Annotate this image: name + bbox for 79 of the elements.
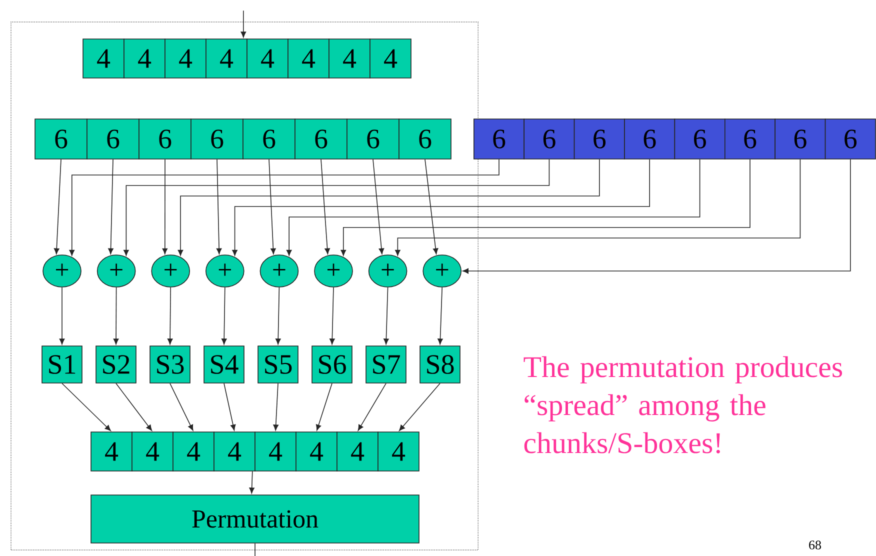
number-cell: 6 <box>346 118 400 160</box>
number-cell: 4 <box>206 38 248 78</box>
number-cell: 6 <box>242 118 296 160</box>
arrow <box>113 287 119 345</box>
number-cell: 4 <box>164 38 206 78</box>
s-box: S7 <box>366 346 406 384</box>
number-cell: 6 <box>774 118 826 160</box>
number-cell: 6 <box>724 118 776 160</box>
arrow <box>276 287 281 345</box>
arrow <box>232 159 650 256</box>
number-cell: 4 <box>90 432 132 472</box>
arrow <box>69 159 500 256</box>
number-cell: 4 <box>370 38 412 78</box>
number-cell: 4 <box>336 432 378 472</box>
arrow <box>384 287 389 345</box>
number-cell: 6 <box>86 118 140 160</box>
number-cell: 6 <box>674 118 726 160</box>
arrow <box>162 159 168 254</box>
number-cell: 6 <box>524 118 575 160</box>
arrow <box>399 383 440 431</box>
dotted-frame <box>10 22 478 550</box>
arrow <box>62 383 111 431</box>
arrow <box>167 287 173 345</box>
number-cell: 6 <box>138 118 192 160</box>
s-box: S8 <box>420 346 460 384</box>
arrow <box>178 159 600 256</box>
arrow <box>358 383 386 431</box>
arrow <box>340 159 750 256</box>
arrow <box>124 159 550 256</box>
s-box: S2 <box>96 346 136 384</box>
arrow <box>116 383 152 431</box>
arrow <box>268 159 276 254</box>
arrow <box>372 159 384 254</box>
arrow <box>108 159 114 254</box>
s-box: S6 <box>312 346 352 384</box>
number-cell: 6 <box>574 118 625 160</box>
arrow <box>216 159 222 254</box>
arrow <box>221 287 227 345</box>
number-cell: 6 <box>474 118 524 160</box>
arrow <box>224 383 236 431</box>
number-cell: 4 <box>254 432 296 472</box>
number-cell: 6 <box>824 118 876 160</box>
arrow <box>170 383 194 431</box>
arrow <box>59 287 65 345</box>
number-cell: 6 <box>624 118 676 160</box>
permutation-box: Permutation <box>90 494 420 544</box>
number-cell: 4 <box>328 38 370 78</box>
note-text: The permutation produces “spread” among the chunks/S-boxes! <box>524 356 842 454</box>
number-cell: 4 <box>82 38 124 78</box>
number-cell: 4 <box>296 432 338 472</box>
number-cell: 6 <box>294 118 348 160</box>
arrow <box>462 159 851 274</box>
arrow <box>249 471 254 494</box>
number-cell: 6 <box>190 118 244 160</box>
s-box: S1 <box>42 346 82 384</box>
arrow <box>54 159 62 254</box>
number-cell: 4 <box>124 38 166 78</box>
arrow <box>424 159 438 254</box>
number-cell: 4 <box>246 38 288 78</box>
number-cell: 6 <box>398 118 452 160</box>
arrow <box>330 287 335 345</box>
s-box: S4 <box>204 346 244 384</box>
number-cell: 4 <box>378 432 420 472</box>
line <box>254 543 256 556</box>
arrow <box>240 10 246 38</box>
page-number: 68 <box>809 540 821 550</box>
arrow <box>286 159 700 256</box>
arrow <box>320 159 330 254</box>
arrow <box>316 383 332 431</box>
arrow <box>273 383 278 431</box>
number-cell: 6 <box>34 118 88 160</box>
number-cell: 4 <box>288 38 330 78</box>
arrow <box>395 159 801 256</box>
number-cell: 4 <box>132 432 174 472</box>
s-box: S5 <box>258 346 298 384</box>
arrow <box>438 287 443 345</box>
number-cell: 4 <box>214 432 256 472</box>
s-box: S3 <box>150 346 190 384</box>
number-cell: 4 <box>172 432 214 472</box>
